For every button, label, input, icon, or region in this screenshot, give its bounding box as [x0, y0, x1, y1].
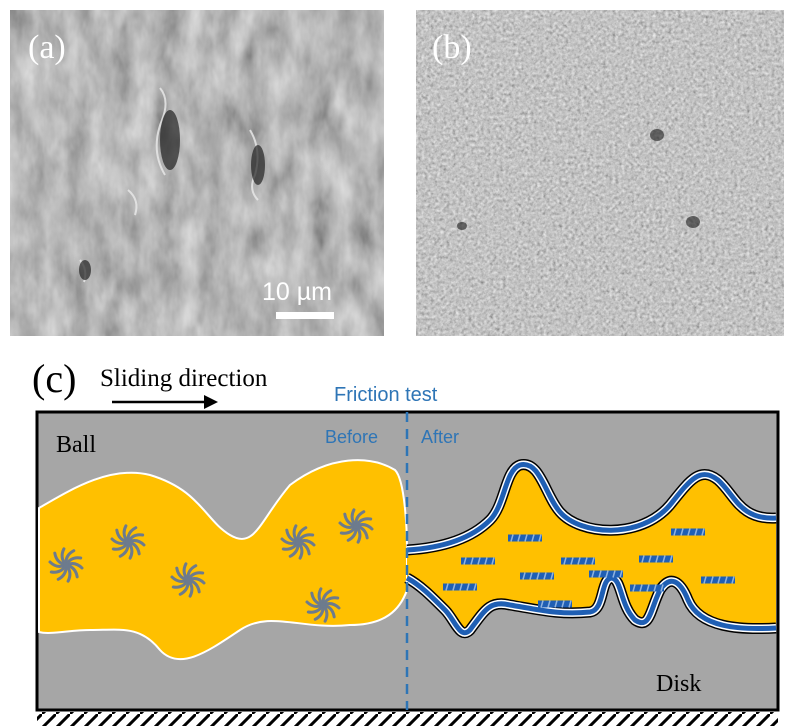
sliding-arrow-icon	[112, 395, 218, 409]
scale-bar	[276, 312, 334, 319]
panel-a-label: (a)	[28, 29, 66, 66]
flake-icon	[700, 575, 736, 585]
sem-image-a	[10, 10, 384, 336]
flake-icon	[588, 569, 624, 579]
flake-icon	[460, 556, 496, 566]
flake-icon	[507, 533, 543, 543]
panel-c: (c) Sliding direction Friction test	[32, 356, 780, 726]
flake-icon	[560, 556, 596, 566]
panel-c-label: (c)	[32, 356, 76, 401]
panel-b: (b)	[416, 10, 784, 336]
flake-icon	[519, 571, 555, 581]
sem-image-b	[416, 10, 784, 336]
flake-icon	[442, 582, 478, 592]
sliding-direction-label: Sliding direction	[100, 365, 268, 392]
flake-icon	[537, 599, 573, 609]
panel-b-label: (b)	[432, 29, 472, 66]
ball-label: Ball	[56, 432, 96, 458]
after-label: After	[421, 427, 459, 447]
disk-label: Disk	[656, 671, 701, 697]
flake-icon	[629, 583, 665, 593]
flake-icon	[638, 554, 674, 564]
scale-bar-label: 10 µm	[262, 278, 332, 306]
before-label: Before	[325, 427, 378, 447]
flake-icon	[670, 527, 706, 537]
ground-hatch	[37, 712, 778, 726]
friction-test-label: Friction test	[334, 384, 438, 406]
panel-a: (a) 10 µm	[10, 10, 384, 336]
